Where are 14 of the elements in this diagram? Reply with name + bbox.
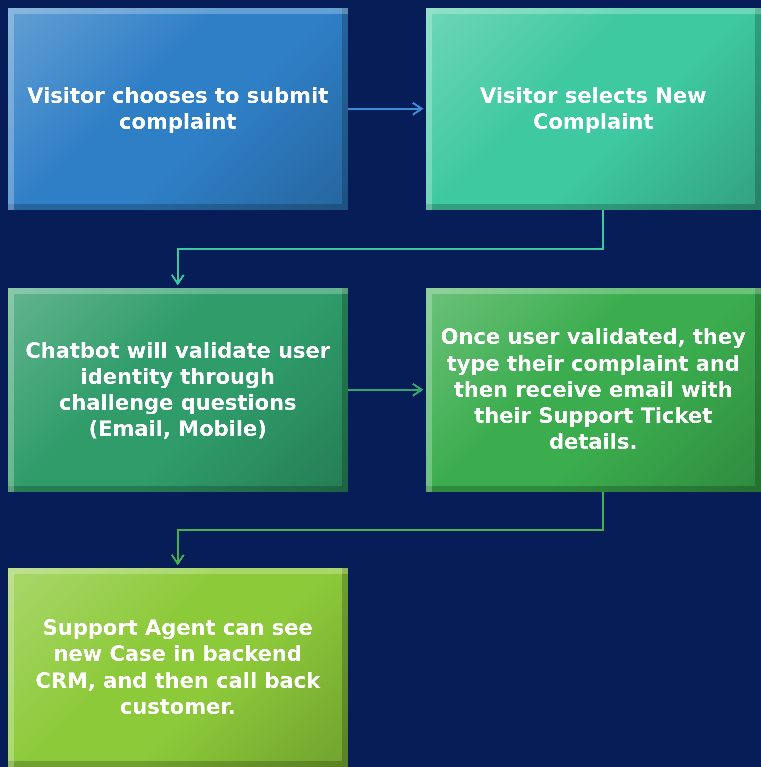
arrow bbox=[348, 383, 423, 397]
process-box bbox=[8, 8, 348, 210]
process-box bbox=[426, 288, 761, 492]
arrow bbox=[171, 210, 604, 285]
box-text: Chatbot will validate user identity through challenge questions (Email, Mobile) bbox=[24, 338, 332, 442]
box-text: Once user validated, they type their complaint and then receive email with their Support Ticket details. bbox=[440, 324, 747, 456]
process-box bbox=[8, 288, 348, 492]
box-text: Support Agent can see new Case in backend CRM, and then call back customer. bbox=[34, 615, 322, 720]
process-box bbox=[8, 568, 348, 767]
arrow bbox=[348, 102, 423, 116]
box-text: Visitor selects New Complaint bbox=[479, 82, 708, 136]
arrow bbox=[171, 492, 604, 565]
process-box bbox=[426, 8, 761, 210]
box-text: Visitor chooses to submit complaint bbox=[26, 82, 330, 136]
